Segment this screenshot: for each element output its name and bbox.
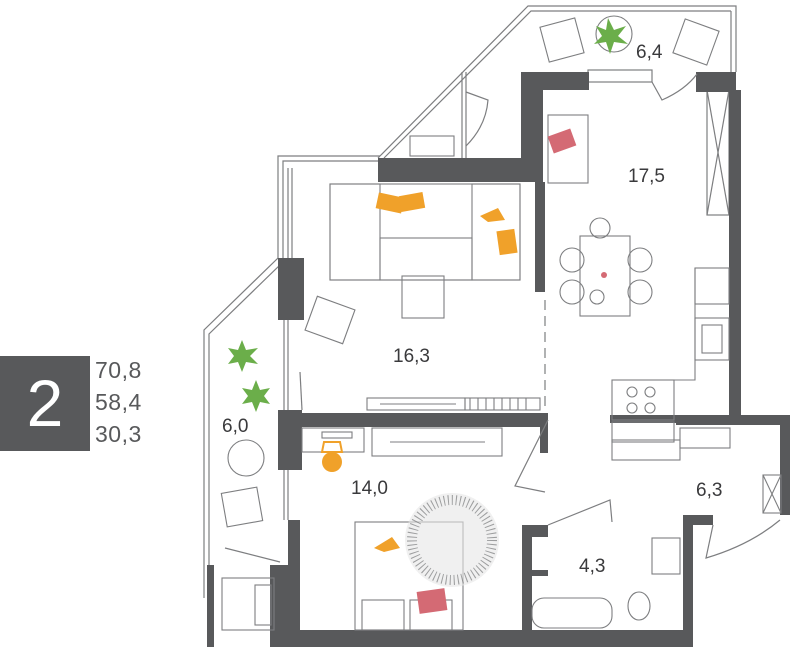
- bedroom-rug: [405, 493, 499, 587]
- rooms-count: 2: [26, 366, 64, 440]
- living-room-area: 16,3: [393, 346, 430, 367]
- total-area: 70,8: [95, 357, 142, 383]
- accents: [320, 128, 607, 614]
- rooms-count-badge: 2: [0, 356, 90, 451]
- walls: [207, 72, 790, 647]
- bedroom-area: 14,0: [351, 478, 388, 499]
- living-area: 58,4: [95, 389, 142, 415]
- bathroom-area: 4,3: [579, 556, 605, 577]
- kitchen-living-area: 17,5: [628, 166, 665, 187]
- loggia-top-area: 6,4: [636, 42, 663, 63]
- plants: [228, 18, 628, 412]
- loggia-left-area: 6,0: [222, 416, 248, 437]
- room-labels: 6,4 17,5 16,3 6,0 14,0 6,3 4,3: [222, 42, 722, 577]
- kitchen-area: 30,3: [95, 421, 142, 447]
- hall-area: 6,3: [696, 480, 722, 501]
- furniture: [220, 15, 782, 631]
- doors: [224, 73, 781, 563]
